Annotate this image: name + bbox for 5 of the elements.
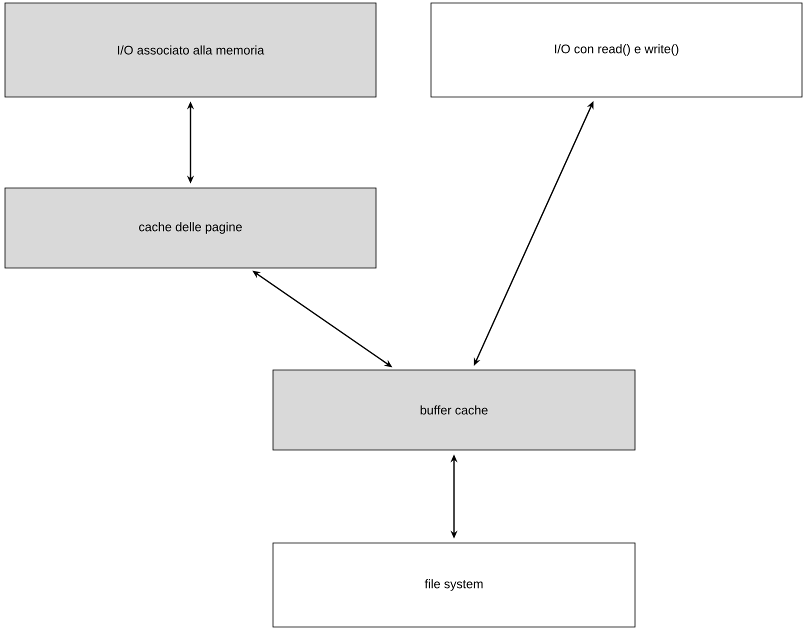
process-box: file system bbox=[272, 542, 636, 628]
process-box: buffer cache bbox=[272, 370, 636, 450]
process-box: I/O associato alla memoria bbox=[4, 2, 376, 98]
process-box: I/O con read() e write() bbox=[430, 2, 802, 98]
process-box: cache delle pagine bbox=[4, 188, 376, 268]
